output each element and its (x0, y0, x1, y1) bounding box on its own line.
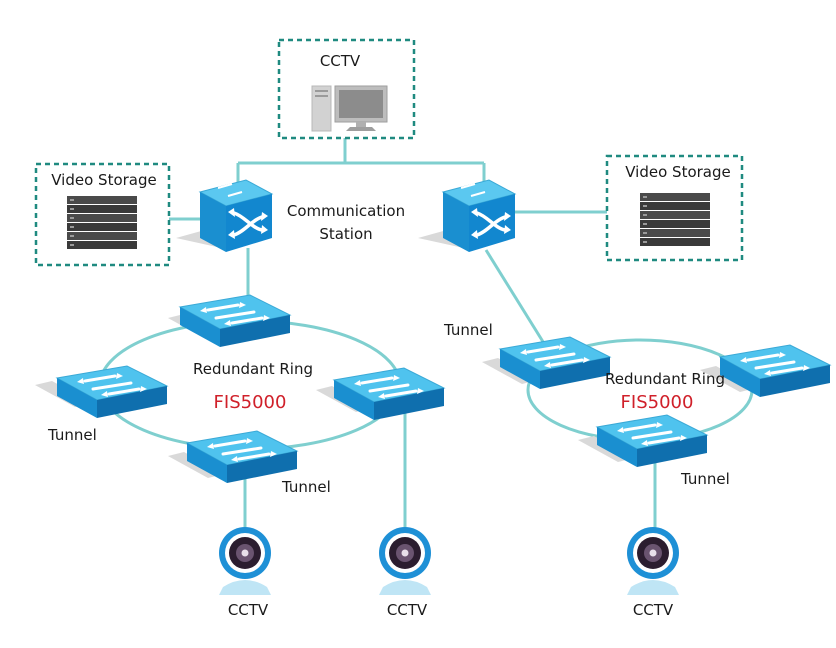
communication-station-label-line1: Communication (287, 202, 405, 220)
redundant-ring-right-label: Redundant Ring (605, 370, 725, 388)
video-storage-right-box: Video Storage (605, 154, 744, 262)
camera-1-label: CCTV (228, 601, 269, 619)
video-storage-left-box: Video Storage (34, 162, 171, 267)
camera-3-label: CCTV (633, 601, 674, 619)
camera-icon (219, 527, 271, 595)
product-left-label: FIS5000 (214, 392, 287, 413)
product-right-label: FIS5000 (621, 392, 694, 413)
cctv-monitor-label: CCTV (320, 52, 361, 70)
video-storage-left-label: Video Storage (51, 171, 156, 189)
cctv-monitor-box: CCTV (277, 38, 416, 140)
redundant-ring-left-label: Redundant Ring (193, 360, 313, 378)
ring-switch-left-west-icon (55, 364, 169, 420)
tunnel-right-a-label: Tunnel (443, 321, 493, 339)
tunnel-left-b-label: Tunnel (281, 478, 331, 496)
core-switch-right-icon (441, 178, 517, 254)
ring-switch-left-east-icon (332, 366, 446, 422)
tunnel-left-a-label: Tunnel (47, 426, 97, 444)
computer-monitor-icon (311, 85, 388, 132)
camera-2-label: CCTV (387, 601, 428, 619)
core-switch-left-icon (198, 178, 274, 254)
tunnel-right-b-label: Tunnel (680, 470, 730, 488)
ring-switch-left-top-icon (178, 293, 292, 349)
video-storage-right-label: Video Storage (625, 163, 730, 181)
link-right-core-ring (484, 249, 547, 346)
camera-icon (379, 527, 431, 595)
camera-icon (627, 527, 679, 595)
links (168, 138, 657, 530)
communication-station-label-line2: Station (319, 225, 372, 243)
